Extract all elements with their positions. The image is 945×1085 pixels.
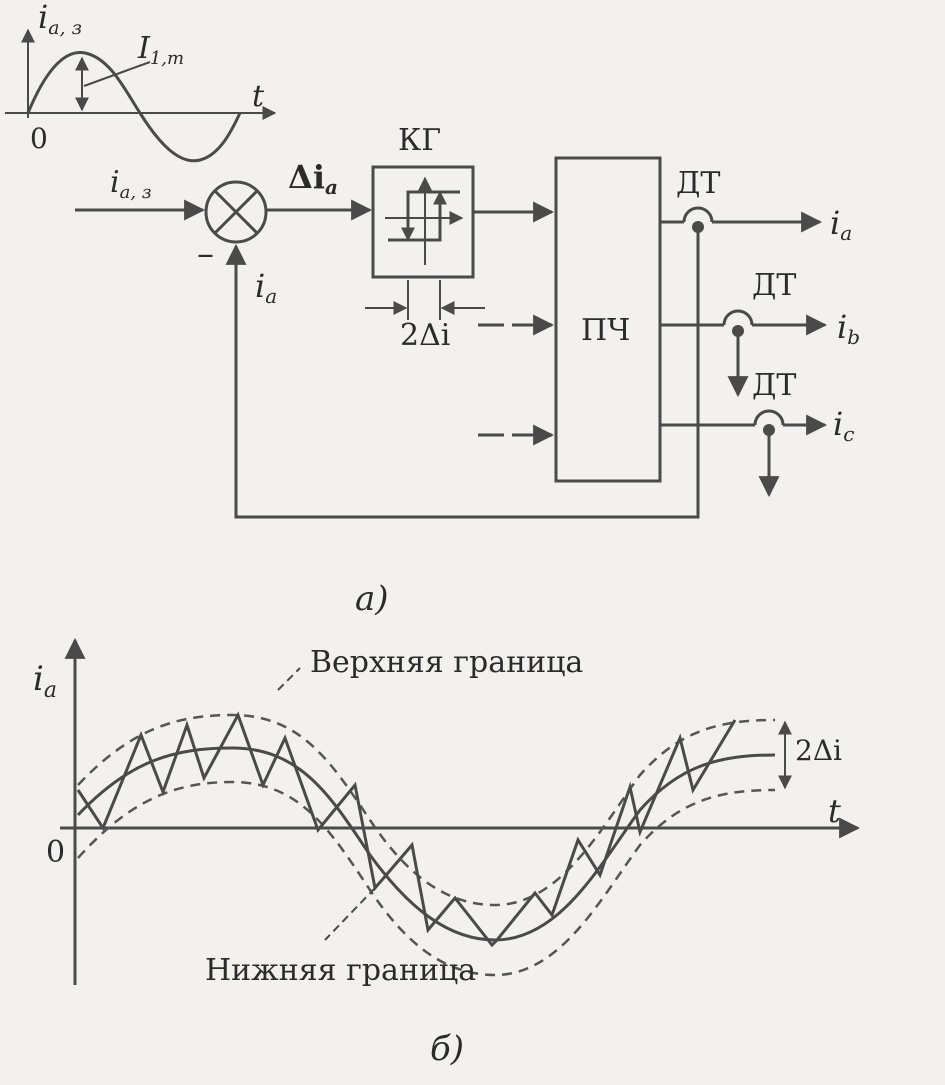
inset-sine-curve: [26, 51, 242, 163]
output-label-c: ic: [833, 405, 854, 446]
lower-bound-label: Нижняя граница: [205, 953, 476, 988]
sensor-label-a: ДТ: [676, 166, 720, 201]
hysteresis-label: 2Δi: [400, 318, 450, 353]
output-phase-c: [660, 409, 828, 498]
b-x-label: t: [828, 792, 841, 830]
diagram-b: ia t 0 Верхняя граница Нижняя граница 2Δ…: [33, 637, 861, 1069]
minus-sign: –: [197, 234, 214, 274]
caption-b: б): [430, 1029, 464, 1069]
output-label-b: ib: [837, 308, 860, 349]
sensor-label-b: ДТ: [752, 268, 796, 303]
error-label: Δia: [288, 158, 338, 199]
upper-boundary-curve: [77, 713, 776, 907]
comparator-label: КГ: [398, 123, 441, 158]
lower-bound-leader: [324, 887, 376, 941]
sensor-label-c: ДТ: [752, 368, 796, 403]
inset-amplitude-leader: [83, 61, 151, 87]
inset-origin-label: 0: [30, 122, 48, 155]
b-y-label: ia: [33, 659, 57, 703]
comparator-block: [371, 165, 475, 279]
reference-current-curve: [76, 746, 776, 942]
output-phase-b: [660, 309, 828, 398]
upper-bound-leader: [277, 667, 301, 691]
band-label: 2Δi: [795, 734, 842, 767]
diagram-a: ia, з I1,m t 0 ia, з – Δia КГ: [5, 0, 860, 619]
converter-label: ПЧ: [581, 313, 630, 348]
output-label-a: ia: [830, 204, 852, 245]
input-label: ia, з: [110, 165, 152, 203]
inset-x-label: t: [252, 79, 265, 114]
upper-bound-label: Верхняя граница: [310, 645, 583, 680]
lower-boundary-curve: [77, 780, 776, 977]
feedback-path: [225, 227, 700, 519]
caption-a: а): [355, 579, 389, 619]
feedback-label: ia: [255, 267, 277, 308]
inset-amplitude-label: I1,m: [137, 31, 184, 69]
converter-block: [554, 156, 662, 483]
hysteresis-dimension: [365, 280, 485, 320]
summing-junction: [204, 180, 268, 244]
inset-sine-graph: ia, з I1,m t 0: [5, 0, 277, 163]
inset-y-label: ia, з: [38, 0, 82, 39]
b-origin-label: 0: [46, 835, 65, 870]
actual-current-trace: [76, 711, 737, 948]
output-phase-a: [660, 206, 823, 233]
